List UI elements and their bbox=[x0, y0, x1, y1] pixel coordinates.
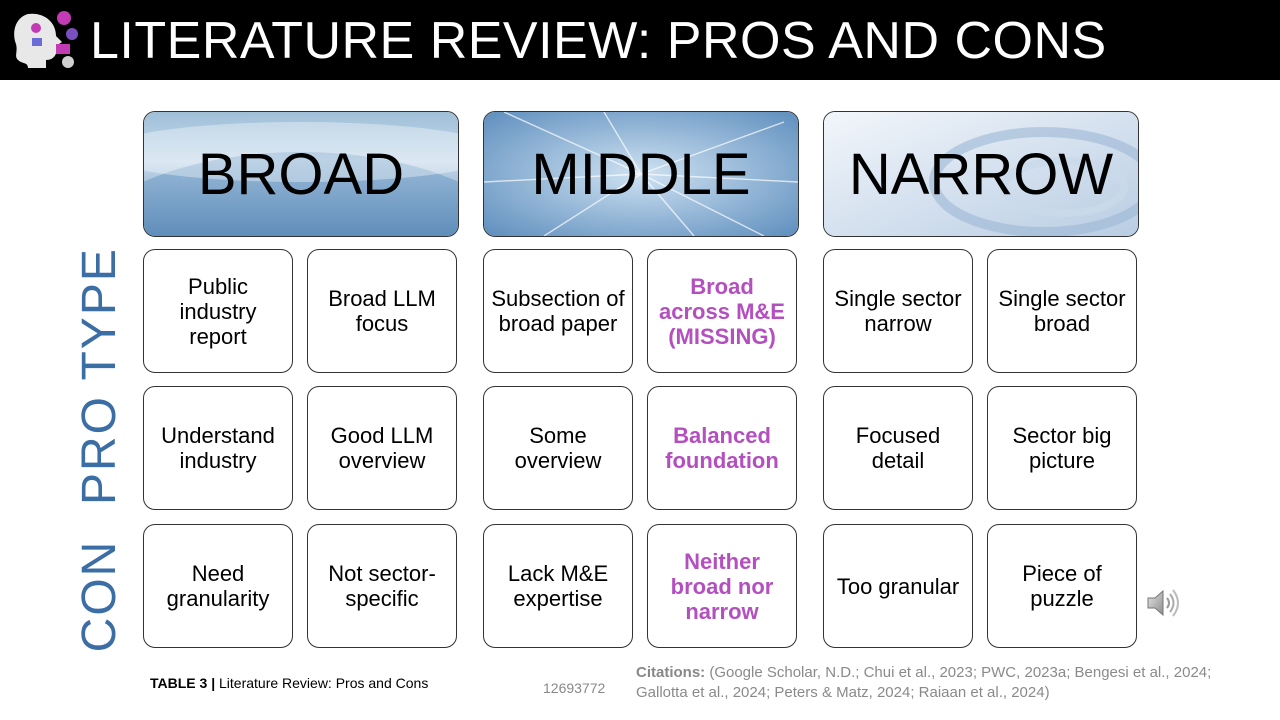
cell-type-middle-1: Subsection of broad paper bbox=[483, 249, 633, 373]
title-bar: LITERATURE REVIEW: PROS AND CONS bbox=[0, 0, 1280, 80]
caption-prefix: TABLE 3 | bbox=[150, 675, 216, 691]
column-header-broad: BROAD bbox=[143, 111, 459, 237]
page-title: LITERATURE REVIEW: PROS AND CONS bbox=[90, 12, 1107, 70]
cell-type-broad-2: Broad LLM focus bbox=[307, 249, 457, 373]
caption-text: Literature Review: Pros and Cons bbox=[215, 675, 429, 691]
cell-type-broad-1: Public industry report bbox=[143, 249, 293, 373]
column-header-label: MIDDLE bbox=[531, 141, 751, 207]
table-caption: TABLE 3 | Literature Review: Pros and Co… bbox=[150, 675, 428, 691]
cell-con-broad-2: Not sector-specific bbox=[307, 524, 457, 648]
cell-con-narrow-1: Too granular bbox=[823, 524, 973, 648]
column-header-label: NARROW bbox=[848, 141, 1114, 207]
citations: Citations: (Google Scholar, N.D.; Chui e… bbox=[636, 663, 1256, 703]
cell-pro-broad-1: Understand industry bbox=[143, 386, 293, 510]
column-header-narrow: NARROW bbox=[823, 111, 1139, 237]
cell-con-narrow-2: Piece of puzzle bbox=[987, 524, 1137, 648]
cell-con-middle-1: Lack M&E expertise bbox=[483, 524, 633, 648]
id-number: 12693772 bbox=[543, 680, 606, 696]
speaker-icon[interactable] bbox=[1146, 587, 1180, 619]
cell-pro-middle-2: Balanced foundation bbox=[647, 386, 797, 510]
cell-con-middle-2: Neither broad nor narrow bbox=[647, 524, 797, 648]
citations-label: Citations: bbox=[636, 664, 706, 681]
row-label-pro-type: PRO TYPE bbox=[73, 247, 126, 505]
cell-con-broad-1: Need granularity bbox=[143, 524, 293, 648]
cell-type-narrow-2: Single sector broad bbox=[987, 249, 1137, 373]
column-header-middle: MIDDLE bbox=[483, 111, 799, 237]
cell-pro-middle-1: Some overview bbox=[483, 386, 633, 510]
row-label-con: CON bbox=[73, 539, 126, 653]
citations-text: (Google Scholar, N.D.; Chui et al., 2023… bbox=[636, 664, 1212, 701]
logo-icon bbox=[6, 4, 82, 76]
cell-pro-broad-2: Good LLM overview bbox=[307, 386, 457, 510]
column-header-label: BROAD bbox=[197, 141, 405, 207]
cell-pro-narrow-1: Focused detail bbox=[823, 386, 973, 510]
cell-type-middle-2: Broad across M&E (MISSING) bbox=[647, 249, 797, 373]
cell-pro-narrow-2: Sector big picture bbox=[987, 386, 1137, 510]
cell-type-narrow-1: Single sector narrow bbox=[823, 249, 973, 373]
